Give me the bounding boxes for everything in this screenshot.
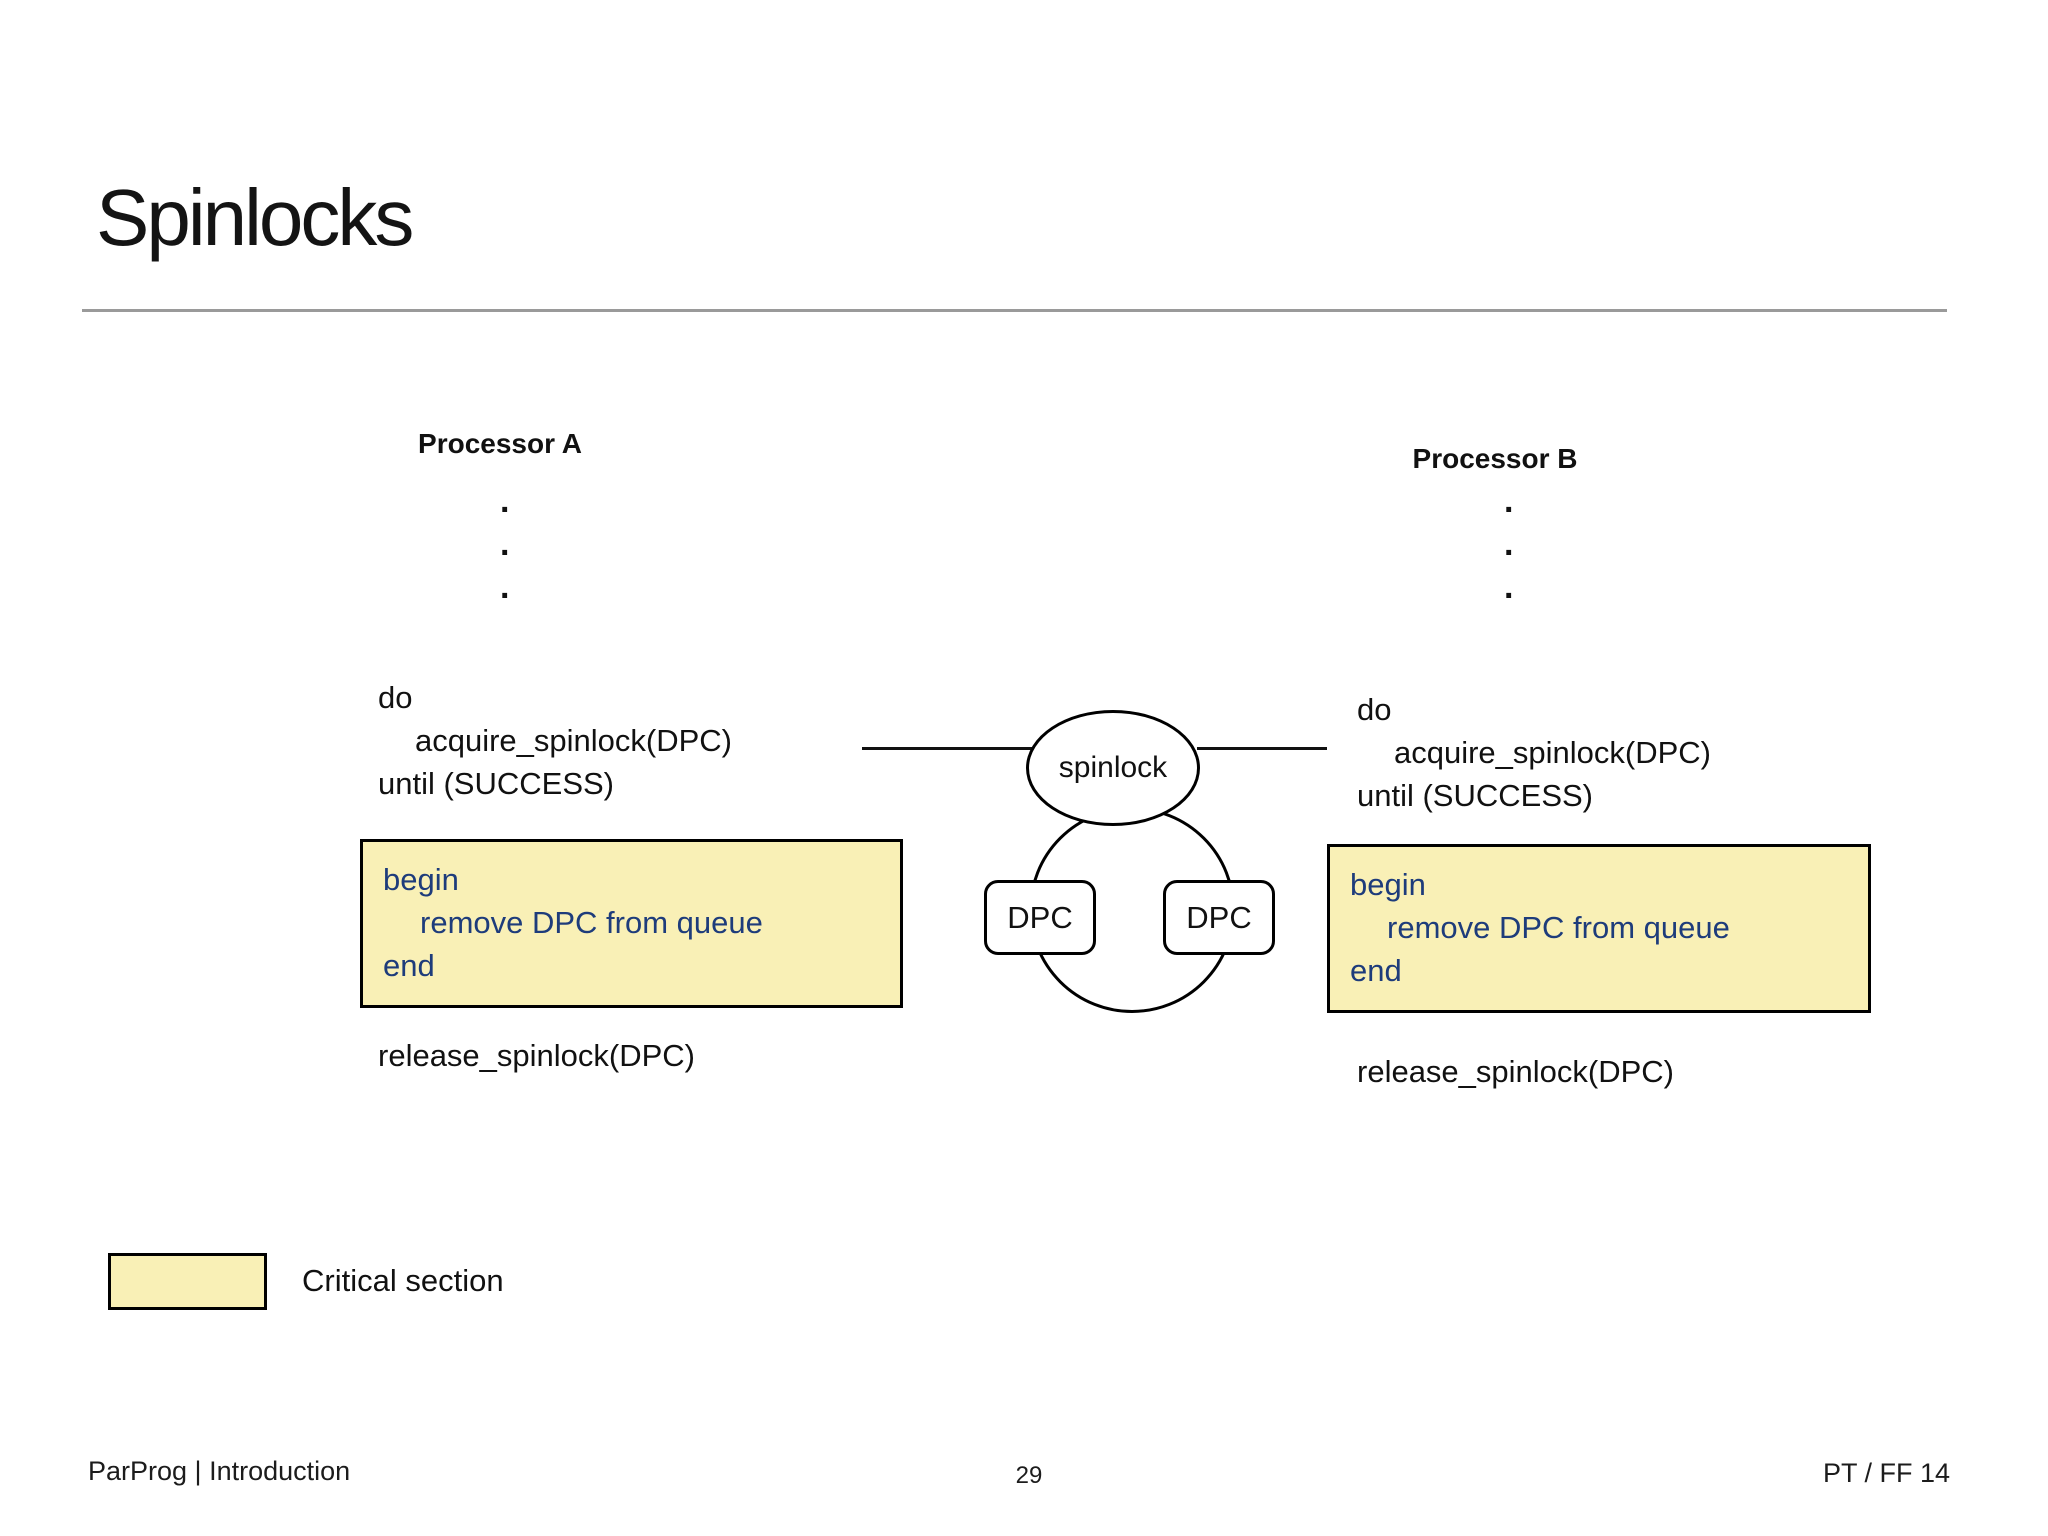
processor-a-release-code: release_spinlock(DPC): [378, 1038, 696, 1073]
spinlock-node: spinlock: [1026, 710, 1200, 826]
code-line: acquire_spinlock(DPC): [415, 723, 733, 758]
slide-title: Spinlocks: [96, 173, 414, 262]
critical-section-legend-label: Critical section: [302, 1263, 504, 1298]
connector-line-processor-a: [862, 747, 1032, 750]
critical-section-box-a: begin remove DPC from queue end: [360, 839, 903, 1008]
code-line: remove DPC from queue: [420, 905, 763, 940]
vertical-ellipsis-a: . . .: [500, 480, 509, 609]
code-line: until (SUCCESS): [378, 766, 614, 801]
processor-a-heading: Processor A: [418, 428, 582, 459]
critical-section-box-b: begin remove DPC from queue end: [1327, 844, 1871, 1013]
dpc-label: DPC: [1186, 899, 1252, 935]
code-line: remove DPC from queue: [1387, 910, 1730, 945]
processor-a-loop-code: do acquire_spinlock(DPC) until (SUCCESS): [378, 676, 732, 805]
ellipsis-dot: .: [1504, 568, 1514, 606]
code-line: end: [383, 948, 435, 983]
footer-page-number: 29: [1015, 1462, 1043, 1489]
dpc-node-right: DPC: [1163, 880, 1275, 955]
ellipsis-dot: .: [500, 482, 510, 520]
ellipsis-dot: .: [1504, 525, 1514, 563]
critical-section-legend-swatch: [108, 1253, 267, 1310]
connector-line-processor-b: [1197, 747, 1327, 750]
processor-b-loop-code: do acquire_spinlock(DPC) until (SUCCESS): [1357, 688, 1711, 817]
ellipsis-dot: .: [500, 525, 510, 563]
dpc-node-left: DPC: [984, 880, 1096, 955]
footer-authors-label: PT / FF 14: [1822, 1458, 1950, 1488]
ellipsis-dot: .: [1504, 482, 1514, 520]
footer-course-label: ParProg | Introduction: [88, 1456, 351, 1486]
code-line: end: [1350, 953, 1402, 988]
processor-b-heading: Processor B: [1412, 443, 1578, 474]
vertical-ellipsis-b: . . .: [1504, 480, 1513, 609]
code-line: until (SUCCESS): [1357, 778, 1593, 813]
dpc-label: DPC: [1007, 899, 1073, 935]
title-divider-line: [82, 309, 1947, 312]
code-line: begin: [1350, 867, 1426, 902]
spinlock-label: spinlock: [1058, 751, 1168, 784]
ellipsis-dot: .: [500, 568, 510, 606]
processor-b-release-code: release_spinlock(DPC): [1357, 1054, 1675, 1089]
code-line: acquire_spinlock(DPC): [1394, 735, 1712, 770]
code-line: do: [1357, 692, 1392, 727]
code-line: begin: [383, 862, 459, 897]
code-line: do: [378, 680, 413, 715]
